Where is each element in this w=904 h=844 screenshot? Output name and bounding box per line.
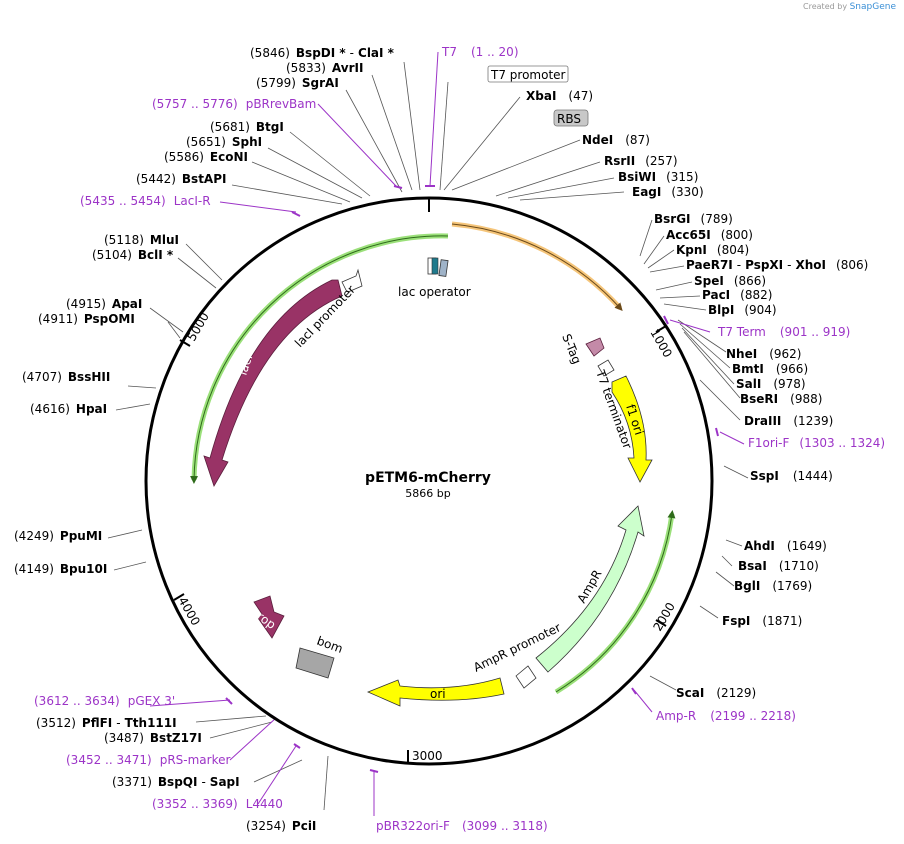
lac-operator-box-b (438, 259, 449, 277)
primer-amp-r: Amp-R(2199 .. 2218) (656, 709, 796, 723)
ampr-promoter-feature (515, 665, 537, 689)
tick-5000: 5000 (184, 310, 211, 343)
f1-ori-feature (611, 375, 653, 483)
bom-label: bom (315, 634, 345, 656)
site-pflfi: (3512)PflFI-Tth111I (36, 716, 177, 730)
tick-2000: 2000 (650, 600, 677, 633)
tick-4000: 4000 (175, 595, 202, 628)
site-sspi: SspI(1444) (750, 469, 833, 483)
site-sphi: (5651)SphI (186, 135, 262, 149)
site-bstapi: (5442)BstAPI (136, 172, 226, 186)
sites-left: (5846)BspDI *-ClaI * (5833)AvrII (5799)S… (14, 46, 395, 833)
primer-labels: T7(1 .. 20) (5757 .. 5776)pBRrevBam (543… (34, 45, 885, 833)
primer-f1ori-f: F1ori-F(1303 .. 1324) (748, 436, 885, 450)
s-tag-label: S-Tag (559, 332, 584, 366)
primer-prs-marker: (3452 .. 3471)pRS-marker (66, 753, 230, 767)
site-eagi: EagI(330) (632, 185, 704, 199)
orf-arc-orange-line (451, 223, 623, 311)
site-xbai: XbaI(47) (526, 89, 593, 103)
site-fspi: FspI(1871) (722, 614, 802, 628)
site-apai: (4915)ApaI (66, 297, 142, 311)
ori-feature (366, 677, 505, 707)
laci-feature (203, 279, 343, 487)
site-btgi: (5681)BtgI (210, 120, 284, 134)
primer-pgex3: (3612 .. 3634)pGEX 3' (34, 694, 175, 708)
site-hpai: (4616)HpaI (30, 402, 107, 416)
plasmid-name: pETM6-mCherry (365, 470, 491, 486)
site-paer7i: PaeR7I-PspXI-XhoI(806) (686, 258, 868, 272)
rop-feature (253, 595, 285, 639)
ori-label: ori (430, 687, 446, 701)
site-ppumi: (4249)PpuMI (14, 529, 102, 543)
t7-terminator-feature (597, 359, 615, 377)
site-psp-omi: (4911)PspOMI (38, 312, 135, 326)
site-acc65i: Acc65I(800) (666, 228, 753, 242)
primer-pbr322ori-f: pBR322ori-F(3099 .. 3118) (376, 819, 548, 833)
site-mlui: (5118)MluI (104, 233, 179, 247)
site-bsiwi: BsiWI(315) (618, 170, 698, 184)
t7-promoter-box (487, 65, 569, 83)
site-bsai: BsaI(1710) (738, 559, 819, 573)
site-draiii: DraIII(1239) (744, 414, 833, 428)
lac-operator-feature (431, 257, 439, 275)
site-avrii: (5833)AvrII (286, 61, 363, 75)
orf-arc-orange (451, 221, 622, 310)
site-ahdi: AhdI(1649) (744, 539, 827, 553)
site-kpni: KpnI(804) (676, 243, 749, 257)
ampr-feature (535, 505, 645, 673)
site-blpi: BlpI(904) (708, 303, 777, 317)
primer-t7-term: T7 Term(901 .. 919) (717, 325, 850, 339)
site-econi: (5586)EcoNI (164, 150, 248, 164)
site-nhei: NheI(962) (726, 347, 801, 361)
site-scai: ScaI(2129) (676, 686, 756, 700)
orf-arc-green-right-line (555, 510, 676, 693)
orf-arc-green-left-line (190, 235, 449, 484)
site-sali: SalI(978) (736, 377, 806, 391)
sites-right: XbaI(47) NdeI(87) RsrII(257) BsiWI(315) … (526, 89, 868, 700)
site-bseri: BseRI(988) (740, 392, 822, 406)
s-tag-feature (585, 337, 605, 357)
lac-operator-label: lac operator (398, 285, 471, 299)
rbs-box (553, 109, 589, 127)
tick-3000: 3000 (412, 749, 443, 763)
primer-leaders (149, 51, 745, 816)
site-bgli: BglI(1769) (734, 579, 812, 593)
laci-promoter-feature (341, 268, 363, 293)
site-paci: PacI(882) (702, 288, 772, 302)
site-rsrii: RsrII(257) (604, 154, 678, 168)
site-bstz17i: (3487)BstZ17I (104, 731, 202, 745)
plasmid-length: 5866 bp (405, 487, 450, 500)
site-pcii: (3254)PciI (246, 819, 316, 833)
snapgene-credit: Created by SnapGene (803, 2, 896, 12)
site-spei: SpeI(866) (694, 274, 766, 288)
credit-text: Created by (803, 2, 848, 11)
snapgene-logo: SnapGene (849, 2, 896, 12)
site-ndei: NdeI(87) (582, 133, 650, 147)
primer-laci-r: (5435 .. 5454)LacI-R (80, 194, 211, 208)
site-bsrgi: BsrGI(789) (654, 212, 733, 226)
orf-arc-green-right (554, 513, 675, 695)
primer-t7: T7(1 .. 20) (441, 45, 519, 59)
site-sgrai: (5799)SgrAI (256, 76, 339, 90)
t7-promoter-label: T7 promoter (490, 68, 566, 82)
site-bspqi: (3371)BspQI-SapI (112, 775, 240, 789)
primer-l4440: (3352 .. 3369)L4440 (152, 797, 283, 811)
leader-lines (107, 61, 749, 811)
site-bcli: (5104)BclI * (92, 248, 174, 262)
rbs-label: RBS (557, 112, 581, 126)
site-bspdi: (5846)BspDI *-ClaI * (250, 46, 395, 60)
site-bpu10i: (4149)Bpu10I (14, 562, 107, 576)
bom-feature (295, 647, 335, 679)
site-bmti: BmtI(966) (732, 362, 808, 376)
orf-arc-green-left (191, 233, 449, 481)
site-bsshii: (4707)BssHII (22, 370, 110, 384)
primer-pbrrevbam: (5757 .. 5776)pBRrevBam (152, 97, 316, 111)
laci-label: lacI (236, 353, 256, 377)
